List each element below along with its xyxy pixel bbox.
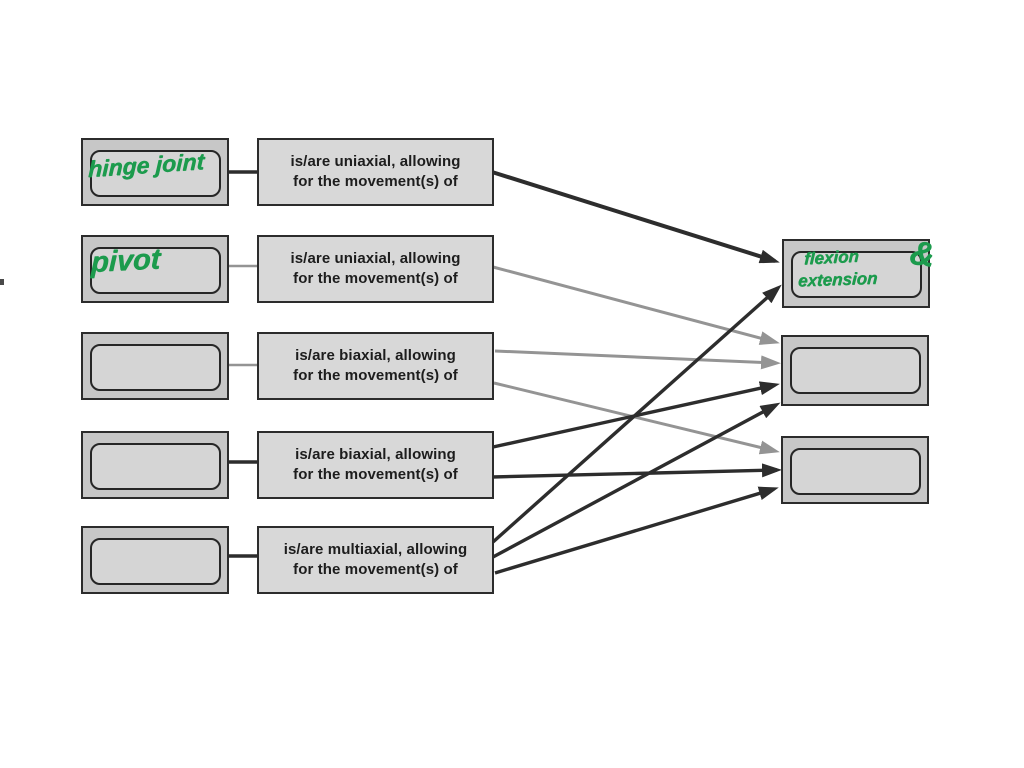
statement-box-5: is/are multiaxial, allowing for the move… <box>257 526 494 594</box>
statement-line-1: is/are biaxial, allowing <box>295 347 456 364</box>
statement-line-2: for the movement(s) of <box>293 466 458 483</box>
answer-blank <box>90 344 221 391</box>
statement-line-1: is/are uniaxial, allowing <box>290 250 461 267</box>
statement-line-1: is/are multiaxial, allowing <box>283 541 468 558</box>
arrow-m5-r1 <box>491 284 782 544</box>
stray-pen-mark <box>0 279 4 285</box>
arrow-m5-r2 <box>492 402 781 559</box>
answer-blank <box>791 251 922 298</box>
answer-blank <box>90 150 221 197</box>
statement-line-2: for the movement(s) of <box>293 173 458 190</box>
arrow-m1-r1 <box>491 170 780 264</box>
answer-blank <box>90 247 221 294</box>
arrow-m5-r3 <box>494 486 779 575</box>
statement-box-1: is/are uniaxial, allowing for the moveme… <box>257 138 494 206</box>
left-answer-box-1[interactable]: hinge joint <box>81 138 229 206</box>
answer-blank <box>790 347 921 394</box>
right-answer-box-1[interactable]: flexion & extension <box>782 233 937 308</box>
arrow-m3-r2 <box>494 349 781 370</box>
right-answer-box-2[interactable] <box>781 335 929 406</box>
statement-line-2: for the movement(s) of <box>293 367 458 384</box>
answer-blank <box>90 443 221 490</box>
statement-box-4: is/are biaxial, allowing for the movemen… <box>257 431 494 499</box>
arrow-m4-r3 <box>491 463 782 479</box>
statement-line-1: is/are biaxial, allowing <box>295 446 456 463</box>
statement-line-1: is/are uniaxial, allowing <box>290 153 461 170</box>
left-answer-box-2[interactable]: pivot <box>81 235 229 303</box>
right-answer-box-3[interactable] <box>781 436 929 504</box>
left-answer-box-3[interactable] <box>81 332 229 400</box>
statement-line-2: for the movement(s) of <box>293 270 458 287</box>
answer-blank <box>90 538 221 585</box>
arrow-m2-r2 <box>492 265 780 345</box>
left-answer-box-5[interactable] <box>81 526 229 594</box>
statement-box-3: is/are biaxial, allowing for the movemen… <box>257 332 494 400</box>
statement-line-2: for the movement(s) of <box>293 561 458 578</box>
answer-blank <box>790 448 921 495</box>
statement-box-2: is/are uniaxial, allowing for the moveme… <box>257 235 494 303</box>
left-answer-box-4[interactable] <box>81 431 229 499</box>
